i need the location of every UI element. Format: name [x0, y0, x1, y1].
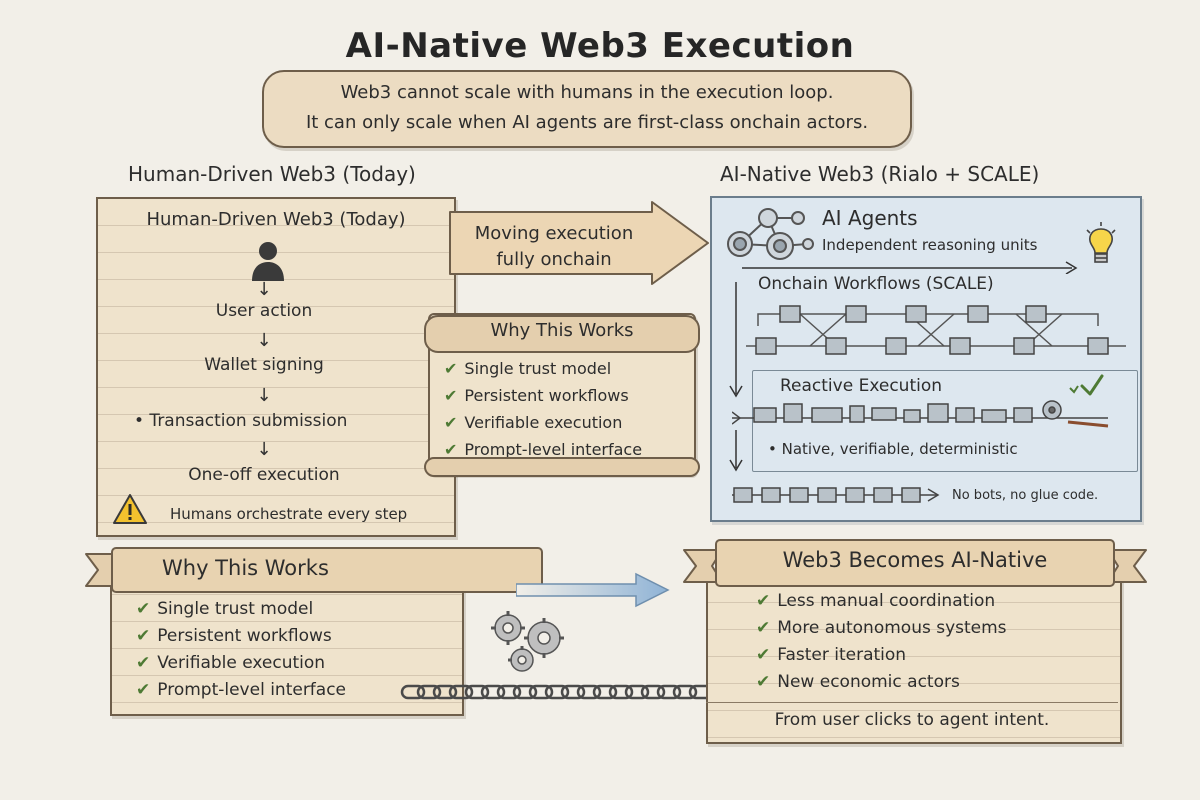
- check-icon: ✔: [444, 386, 458, 405]
- flow-arrow: ↓: [256, 330, 272, 351]
- why-big-title: Why This Works: [162, 556, 329, 580]
- becomes-footer: From user clicks to agent intent.: [774, 710, 1050, 730]
- list-item: ✔Verifiable execution: [444, 413, 623, 432]
- left-column-heading: Human-Driven Web3 (Today): [128, 162, 416, 186]
- agent-network-icon: [727, 208, 814, 260]
- web3-becomes-panel: [706, 574, 1122, 744]
- list-item: ✔Persistent workflows: [136, 626, 332, 646]
- human-panel-title: Human-Driven Web3 (Today): [146, 209, 406, 230]
- check-icon: ✔: [136, 599, 151, 619]
- becomes-ribbon: [683, 539, 1147, 587]
- step-one-off-execution: One-off execution: [188, 465, 340, 485]
- list-item: ✔Less manual coordination: [756, 591, 996, 611]
- center-arrow-shape: [449, 201, 709, 285]
- list-item: ✔Prompt-level interface: [136, 680, 347, 700]
- list-item: ✔Faster iteration: [756, 645, 907, 665]
- check-icon: [1069, 374, 1104, 396]
- scroll-rod-bottom: [424, 457, 700, 477]
- list-item: ✔New economic actors: [756, 672, 960, 692]
- workflows-title: Onchain Workflows (SCALE): [758, 274, 994, 294]
- check-icon: ✔: [444, 413, 458, 432]
- why-this-works-scroll: Why This Works ✔Single trust model ✔Pers…: [424, 313, 700, 477]
- flow-arrow: ↓: [256, 279, 272, 300]
- tagline-line-1: Web3 cannot scale with humans in the exe…: [340, 82, 834, 103]
- check-icon: ✔: [444, 359, 458, 378]
- list-item: ✔Prompt-level interface: [444, 440, 643, 459]
- page-title: AI-Native Web3 Execution: [345, 26, 855, 66]
- reactive-execution-box: [752, 370, 1138, 472]
- check-icon: ✔: [136, 653, 151, 673]
- becomes-list: ✔Less manual coordination ✔More autonomo…: [756, 588, 1007, 696]
- reactive-title: Reactive Execution: [780, 376, 943, 396]
- why-big-ribbon: [85, 547, 543, 593]
- chain-icon: [400, 684, 714, 700]
- warning-icon: [113, 494, 147, 524]
- warning-text: Humans orchestrate every step: [170, 505, 408, 523]
- flow-arrow: ↓: [256, 439, 272, 460]
- tagline-banner: Web3 cannot scale with humans in the exe…: [262, 70, 912, 148]
- step-wallet-signing: Wallet signing: [204, 355, 324, 375]
- ai-native-panel: AI Agents Independent reasoning units On…: [710, 196, 1142, 522]
- check-icon: ✔: [136, 626, 151, 646]
- right-column-heading: AI-Native Web3 (Rialo + SCALE): [720, 162, 1040, 186]
- reactive-machinery-diagram: [732, 400, 1109, 428]
- center-arrow-line-1: Moving execution: [474, 223, 634, 244]
- person-icon: [252, 242, 284, 281]
- check-icon: ✔: [444, 440, 458, 459]
- workflow-graph-diagram: [746, 305, 1126, 355]
- tagline-line-2: It can only scale when AI agents are fir…: [305, 112, 869, 133]
- human-driven-panel: Human-Driven Web3 (Today) ↓ User action …: [96, 197, 456, 537]
- scroll-rod-top: [424, 315, 700, 353]
- check-icon: ✔: [756, 672, 771, 692]
- ai-agents-subtitle: Independent reasoning units: [822, 236, 1038, 254]
- ai-agents-title: AI Agents: [822, 206, 918, 230]
- check-icon: ✔: [136, 680, 151, 700]
- check-icon: ✔: [756, 591, 771, 611]
- block-chain-diagram: [732, 487, 940, 503]
- becomes-title: Web3 Becomes AI-Native: [782, 548, 1048, 572]
- list-item: ✔More autonomous systems: [756, 618, 1007, 638]
- reactive-bullet: • Native, verifiable, deterministic: [768, 440, 1018, 458]
- why-big-list: ✔Single trust model ✔Persistent workflow…: [136, 596, 346, 704]
- flow-arrow: ↓: [256, 385, 272, 406]
- step-transaction-submission: • Transaction submission: [134, 411, 348, 431]
- list-item: ✔Persistent workflows: [444, 386, 629, 405]
- divider: [706, 702, 1118, 703]
- list-item: ✔Single trust model: [136, 599, 314, 619]
- list-item: ✔Single trust model: [444, 359, 612, 378]
- ai-panel-footer: No bots, no glue code.: [952, 488, 1099, 503]
- check-icon: ✔: [756, 645, 771, 665]
- why-small-list: ✔Single trust model ✔Persistent workflow…: [444, 355, 642, 463]
- center-arrow-line-2: fully onchain: [496, 249, 612, 270]
- flow-arrow: [729, 282, 743, 472]
- list-item: ✔Verifiable execution: [136, 653, 326, 673]
- lightbulb-icon: [1086, 222, 1116, 263]
- why-small-title: Why This Works: [490, 320, 634, 341]
- gears-icon: [491, 611, 564, 672]
- result-arrow: [516, 572, 670, 608]
- check-icon: ✔: [756, 618, 771, 638]
- flow-arrow: [742, 261, 1078, 274]
- step-user-action: User action: [215, 301, 313, 321]
